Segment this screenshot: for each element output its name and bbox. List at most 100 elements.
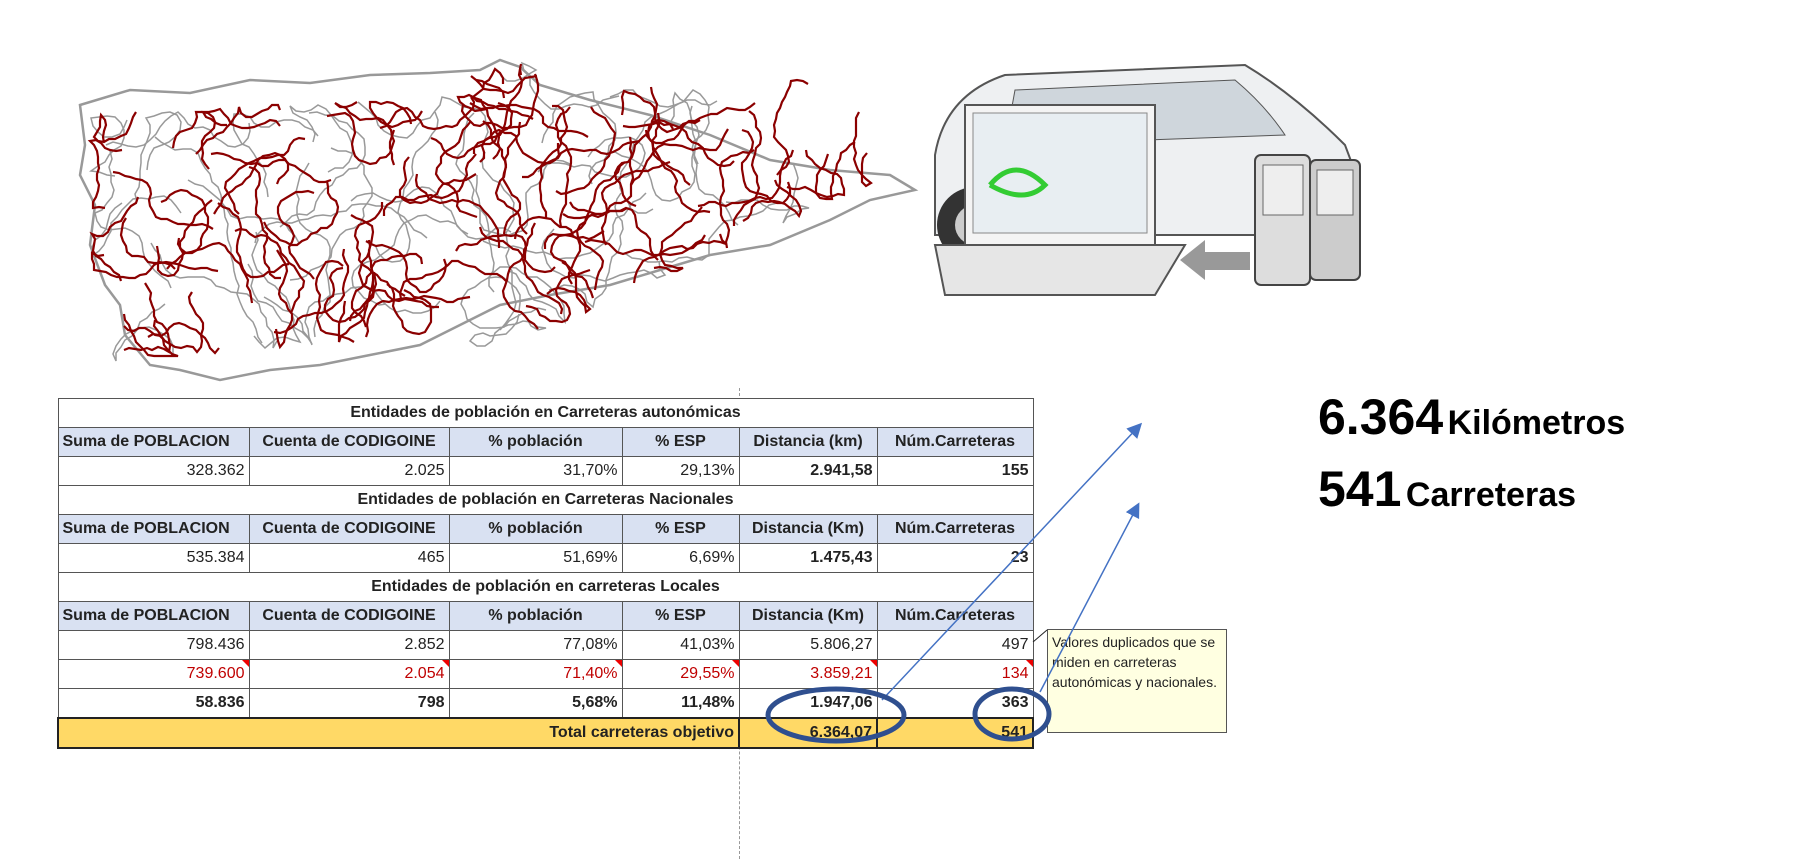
road-line: [543, 161, 626, 249]
table-cell: 535.384: [57, 543, 250, 573]
total-label: Total carreteras objetivo: [57, 717, 740, 749]
table-cell: 328.362: [57, 456, 250, 486]
summary-km: 6.364 Kilómetros: [1318, 388, 1625, 446]
road-line: [632, 233, 727, 284]
table-cell: 58.836: [57, 688, 250, 719]
table-cell: 497: [876, 630, 1034, 660]
municipal-boundary: [134, 111, 182, 203]
municipal-boundary: [487, 266, 567, 325]
cell-comment-note: Valores duplicados que se miden en carre…: [1047, 629, 1227, 733]
road-line: [786, 149, 846, 199]
column-header: Cuenta de CODIGOINE: [248, 601, 450, 631]
municipal-boundary: [475, 159, 571, 237]
road-line: [630, 128, 729, 186]
column-header: Núm.Carreteras: [876, 427, 1034, 457]
column-header: Suma de POBLACION: [57, 514, 250, 544]
column-header: % ESP: [621, 427, 740, 457]
road-line: [195, 103, 282, 155]
road-line: [166, 241, 254, 304]
road-line: [234, 227, 306, 314]
road-line: [494, 121, 528, 235]
road-line: [90, 251, 176, 280]
road-line: [248, 165, 281, 280]
road-line: [398, 156, 477, 205]
road-line: [472, 63, 524, 154]
table-cell: 11,48%: [621, 688, 740, 719]
road-line: [555, 106, 617, 196]
municipal-boundary: [375, 111, 439, 263]
road-line: [171, 110, 217, 170]
roads-population-table: Entidades de población en Carreteras aut…: [57, 398, 1034, 749]
road-line: [456, 93, 502, 160]
table-cell: 739.600: [57, 659, 250, 689]
road-line: [273, 248, 350, 335]
municipal-boundary: [500, 61, 620, 110]
road-network-map: [78, 58, 919, 382]
road-line: [274, 249, 294, 350]
municipal-boundary: [154, 136, 300, 244]
municipal-boundary: [481, 151, 517, 331]
table-cell: 2.054: [248, 659, 450, 689]
road-line: [772, 78, 809, 176]
municipal-boundary: [187, 179, 263, 344]
road-line: [554, 106, 573, 228]
road-line: [653, 206, 703, 273]
column-header: Suma de POBLACION: [57, 427, 250, 457]
table-cell: 29,55%: [621, 659, 740, 689]
summary-km-value: 6.364: [1318, 389, 1444, 445]
section-title-row: Entidades de población en carreteras Loc…: [57, 572, 1034, 602]
arrow-left-icon: [1180, 240, 1250, 280]
table-cell: 1.947,06: [738, 688, 878, 719]
municipal-boundary: [468, 313, 547, 347]
road-line: [263, 180, 340, 247]
summary-roads-label: Carreteras: [1405, 476, 1577, 514]
comment-connector: [1032, 629, 1048, 643]
road-line: [414, 173, 501, 248]
road-line: [522, 139, 641, 179]
road-line: [814, 141, 856, 201]
road-line: [210, 151, 332, 184]
road-line: [513, 215, 582, 285]
road-line: [501, 222, 539, 330]
municipal-boundary: [548, 192, 624, 309]
municipal-boundary: [105, 111, 251, 148]
road-line: [348, 214, 376, 322]
section-title-row: Entidades de población en Carreteras aut…: [57, 398, 1034, 428]
municipal-boundary: [251, 231, 302, 350]
road-line: [460, 73, 540, 130]
municipal-boundary: [279, 111, 366, 228]
road-line: [549, 230, 605, 299]
road-line: [350, 252, 424, 328]
road-line: [478, 226, 564, 315]
column-header: Distancia (Km): [738, 601, 878, 631]
road-line: [398, 259, 507, 300]
column-header: Cuenta de CODIGOINE: [248, 514, 450, 544]
column-header: % ESP: [621, 514, 740, 544]
municipal-boundary: [89, 115, 128, 177]
column-header: Suma de POBLACION: [57, 601, 250, 631]
table-cell: 77,08%: [448, 630, 623, 660]
road-line: [201, 107, 281, 130]
summary-roads-value: 541: [1318, 461, 1402, 517]
table-cell: 6,69%: [621, 543, 740, 573]
column-header: Núm.Carreteras: [876, 601, 1034, 631]
column-header: Cuenta de CODIGOINE: [248, 427, 450, 457]
road-line: [600, 160, 671, 246]
road-line: [368, 100, 423, 129]
section-title: Entidades de población en carreteras Loc…: [57, 572, 1034, 602]
road-line: [469, 102, 589, 138]
table-cell: 798: [248, 688, 450, 719]
column-header: % población: [448, 427, 623, 457]
table-cell: 2.852: [248, 630, 450, 660]
summary-km-label: Kilómetros: [1447, 404, 1626, 442]
section-title: Entidades de población en Carreteras Nac…: [57, 485, 1034, 515]
municipal-boundary: [150, 242, 278, 349]
total-roads: 541: [876, 717, 1034, 749]
column-header: Distancia (Km): [738, 514, 878, 544]
road-line: [160, 188, 210, 255]
